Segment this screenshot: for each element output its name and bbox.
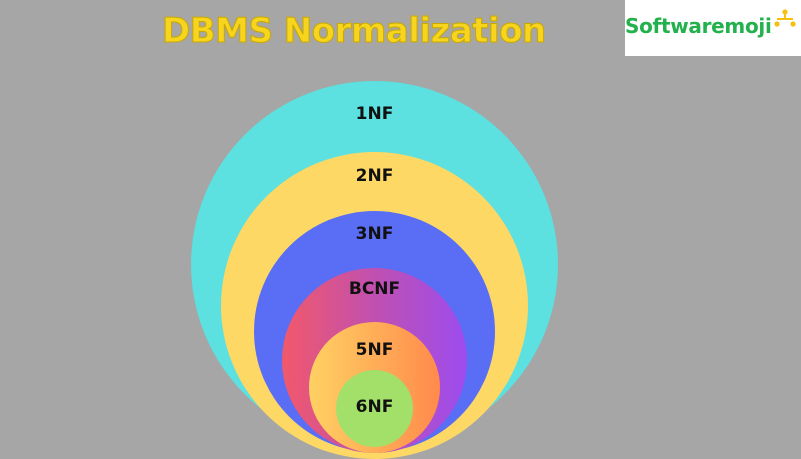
label-1nf: 1NF: [355, 104, 394, 124]
label-6nf: 6NF: [355, 397, 394, 417]
page-title: DBMS Normalization: [162, 11, 547, 51]
brand-logo: Softwaremoji: [625, 0, 801, 56]
label-2nf: 2NF: [355, 166, 394, 186]
label-5nf: 5NF: [355, 340, 394, 360]
label-3nf: 3NF: [355, 224, 394, 244]
brand-name: Softwaremoji: [625, 14, 772, 38]
ring-6nf: 6NF: [336, 370, 413, 447]
label-bcnf: BCNF: [348, 279, 401, 299]
brand-mark-icon: [774, 9, 796, 27]
